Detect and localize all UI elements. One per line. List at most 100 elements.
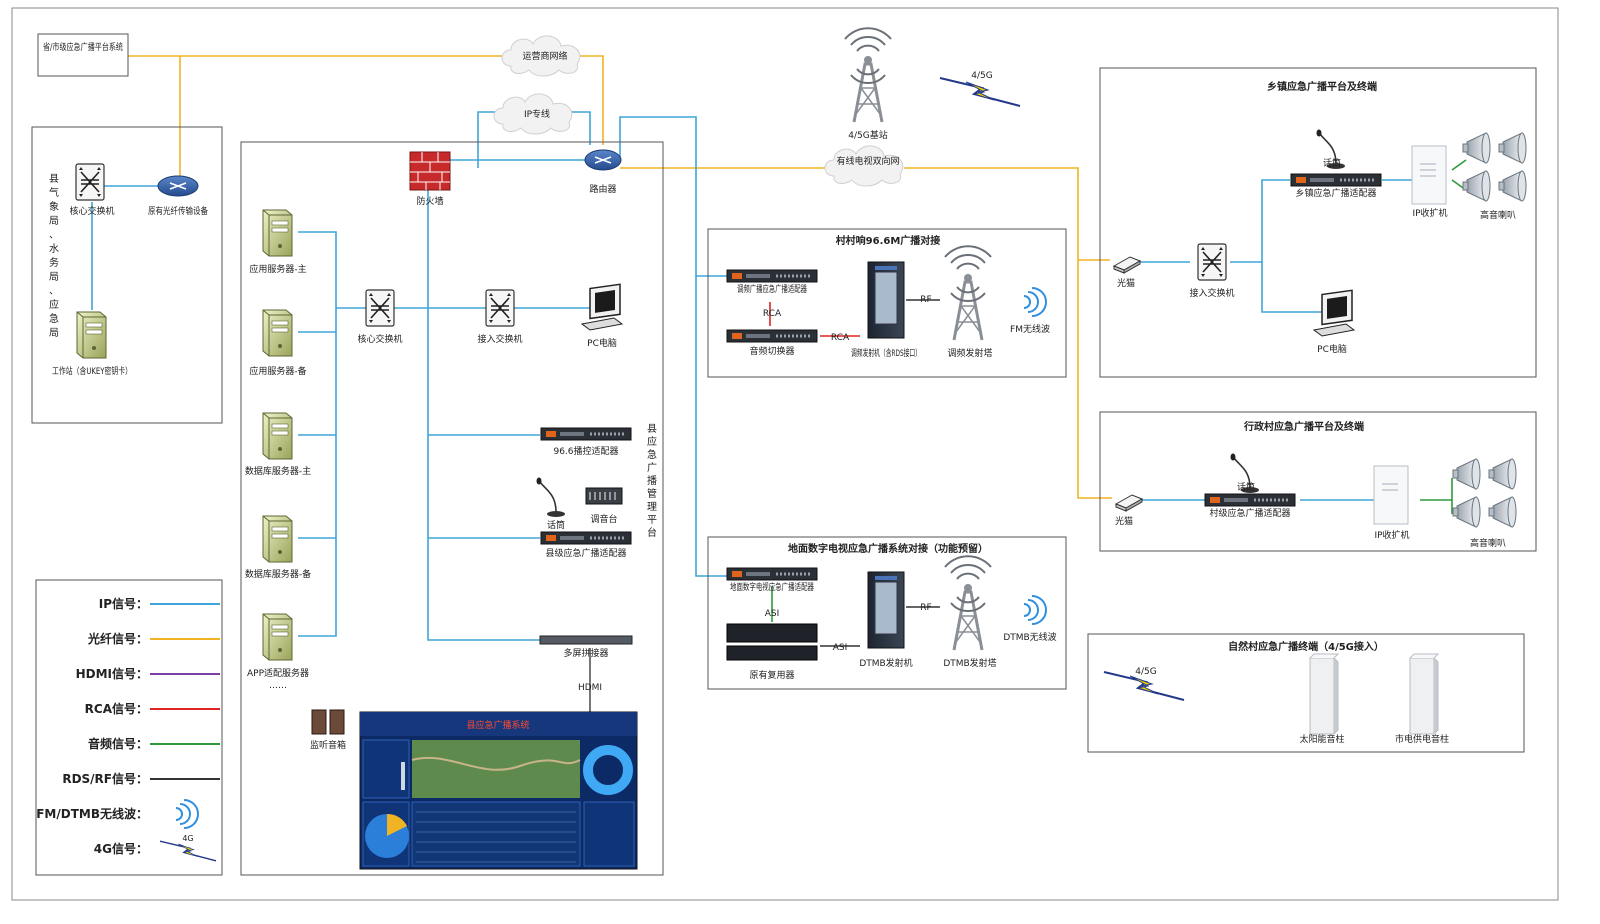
- center-core-switch-label: 核心交换机: [357, 333, 402, 345]
- left-core-switch[interactable]: 核心交换机: [69, 163, 115, 217]
- server-db-backup[interactable]: 数据库服务器-备: [245, 515, 311, 580]
- left-agency-box: 县气象局、水务局、应急局 核心交换机 原有光纤传输设备 工作站（含UKEY密钥卡…: [31, 126, 223, 424]
- router[interactable]: 路由器: [584, 149, 622, 195]
- center-mic-label: 话筒: [547, 519, 565, 531]
- legend: IP信号：光纤信号：HDMI信号：RCA信号：音频信号：RDS/RF信号：FM/…: [35, 579, 223, 876]
- horn-icon: [1498, 170, 1527, 202]
- rca2-label: RCA: [831, 333, 850, 343]
- dtmb-tower: DTMB发射塔: [943, 554, 997, 669]
- dtmb-box-title: 地面数字电视应急广播系统对接（功能预留）: [788, 542, 988, 555]
- village-mic[interactable]: 话筒: [1229, 452, 1260, 494]
- dtmb-tower-label: DTMB发射塔: [943, 657, 996, 669]
- platform-vertical-title: 县应急广播管理平台: [647, 423, 657, 539]
- county-adapter[interactable]: 县级应急广播适配器: [539, 530, 633, 559]
- monitor-speaker[interactable]: 监听音箱: [310, 709, 346, 751]
- village-ip-amp[interactable]: IP收扩机: [1373, 465, 1410, 541]
- town-pc-label: PC电脑: [1317, 343, 1347, 355]
- multiplexer[interactable]: 原有复用器: [726, 623, 818, 681]
- fm-box: 村村响96.6M广播对接 调频广播应急广播适配器 RCA 音频切换器 RCA 调…: [707, 228, 1067, 378]
- fm-adapter[interactable]: 调频广播应急广播适配器: [725, 268, 819, 295]
- legend-bolt-text: 4G: [182, 834, 193, 843]
- village-box-title: 行政村应急广播平台及终端: [1243, 420, 1364, 433]
- adapter-96-label: 96.6播控适配器: [553, 445, 618, 457]
- legend-item: 音频信号：: [88, 736, 220, 751]
- center-access-switch-label: 接入交换机: [477, 333, 522, 345]
- dtmb-wave-label: DTMB无线波: [1003, 631, 1056, 643]
- town-horn-label: 高音喇叭: [1480, 209, 1516, 221]
- dtmb-transmitter[interactable]: DTMB发射机: [859, 571, 913, 669]
- workstation-label: 工作站（含UKEY密钥卡）: [52, 365, 132, 377]
- town-mic-label: 话筒: [1323, 157, 1341, 169]
- town-access-switch[interactable]: 接入交换机: [1189, 243, 1235, 299]
- fm-transmitter-label: 调频发射机（含RDS接口）: [851, 347, 921, 359]
- screen-splicer[interactable]: 多屏拼接器: [539, 635, 633, 659]
- town-ip-amp-label: IP收扩机: [1412, 207, 1447, 219]
- fm-tower: 调频发射塔: [943, 244, 993, 359]
- natural-bolt-label: 4/5G: [1135, 667, 1156, 677]
- legend-label: IP信号：: [99, 596, 148, 611]
- fm-transmitter[interactable]: 调频发射机（含RDS接口）: [851, 261, 921, 359]
- town-adapter[interactable]: 乡镇应急广播适配器: [1289, 172, 1383, 199]
- village-onu[interactable]: 光猫: [1115, 494, 1143, 527]
- cloud-operator: 运营商网络: [501, 35, 581, 77]
- firewall[interactable]: 防火墙: [409, 151, 451, 207]
- center-mic[interactable]: 话筒: [535, 476, 566, 532]
- fm-wave-icon: FM无线波: [1010, 287, 1050, 335]
- server-app-main[interactable]: 应用服务器-主: [249, 209, 307, 275]
- server-app-backup[interactable]: 应用服务器-备: [249, 309, 307, 377]
- village-adapter-label: 村级应急广播适配器: [1209, 507, 1290, 519]
- legend-item: 4G信号：4G: [94, 834, 217, 862]
- screen-table: [411, 801, 581, 867]
- center-access-switch[interactable]: 接入交换机: [477, 289, 523, 345]
- center-core-switch[interactable]: 核心交换机: [357, 289, 403, 345]
- solar-column-label: 太阳能音柱: [1299, 733, 1344, 745]
- dtmb-box: 地面数字电视应急广播系统对接（功能预留） 地面数字电视应急广播适配器 ASI 原…: [707, 536, 1067, 690]
- horn-icon: [1452, 458, 1481, 490]
- rca-label: RCA: [763, 309, 782, 319]
- town-ip-amp[interactable]: IP收扩机: [1411, 145, 1448, 219]
- screen-title: 县应急广播系统: [466, 719, 529, 731]
- server-label: 应用服务器-主: [249, 263, 306, 275]
- legend-items: IP信号：光纤信号：HDMI信号：RCA信号：音频信号：RDS/RF信号：FM/…: [36, 596, 220, 862]
- left-core-switch-label: 核心交换机: [69, 205, 114, 217]
- legend-item: RCA信号：: [85, 701, 220, 716]
- town-onu-label: 光猫: [1117, 277, 1135, 289]
- town-onu[interactable]: 光猫: [1113, 256, 1141, 289]
- village-ip-amp-label: IP收扩机: [1374, 529, 1409, 541]
- legend-item: RDS/RF信号：: [62, 771, 220, 786]
- asi-label: ASI: [765, 609, 780, 619]
- audio-switcher[interactable]: 音频切换器: [725, 328, 819, 357]
- dtmb-adapter[interactable]: 地面数字电视应急广播适配器: [725, 566, 819, 593]
- mixer[interactable]: 调音台: [585, 487, 623, 525]
- server-db-main[interactable]: 数据库服务器-主: [245, 412, 311, 477]
- splicer-label: 多屏拼接器: [563, 647, 608, 659]
- asi2-label: ASI: [833, 643, 848, 653]
- legend-label: 光纤信号：: [87, 631, 148, 646]
- adapter-96[interactable]: 96.6播控适配器: [539, 426, 633, 457]
- center-pc[interactable]: PC电脑: [581, 283, 623, 349]
- town-mic[interactable]: 话筒: [1315, 128, 1346, 170]
- legend-item: HDMI信号：: [76, 666, 220, 681]
- dashboard-screen[interactable]: 县应急广播系统: [359, 711, 638, 870]
- screen-mini-bar: [401, 762, 405, 790]
- village-horns: 高音喇叭: [1452, 458, 1517, 549]
- village-mic-label: 话筒: [1237, 481, 1255, 493]
- village-adapter[interactable]: 村级应急广播适配器: [1203, 492, 1297, 519]
- firewall-label: 防火墙: [416, 195, 443, 207]
- hdmi-label: HDMI: [578, 683, 602, 693]
- provincial-platform-label: 省/市级应急广播平台系统: [43, 41, 123, 53]
- bolt-4g-top-label: 4/5G: [971, 71, 992, 81]
- town-box-title: 乡镇应急广播平台及终端: [1267, 80, 1377, 93]
- audio-switcher-label: 音频切换器: [749, 345, 794, 357]
- legend-label: HDMI信号：: [76, 666, 148, 681]
- workstation[interactable]: 工作站（含UKEY密钥卡）: [52, 311, 132, 377]
- town-adapter-label: 乡镇应急广播适配器: [1295, 187, 1376, 199]
- town-pc[interactable]: PC电脑: [1313, 289, 1355, 355]
- server-app-adapter[interactable]: APP适配服务器 ……: [247, 613, 309, 691]
- fiber-device[interactable]: 原有光纤传输设备: [148, 175, 208, 217]
- server-label: 数据库服务器-主: [245, 465, 311, 477]
- horn-icon: [1488, 496, 1517, 528]
- county-platform-box: 县应急广播管理平台 防火墙 路由器 应用服务器-主 应用服务器-备 数据库服务器…: [240, 141, 664, 876]
- provincial-platform[interactable]: 省/市级应急广播平台系统: [37, 33, 129, 77]
- dtmb-rf-label: RF: [920, 603, 931, 613]
